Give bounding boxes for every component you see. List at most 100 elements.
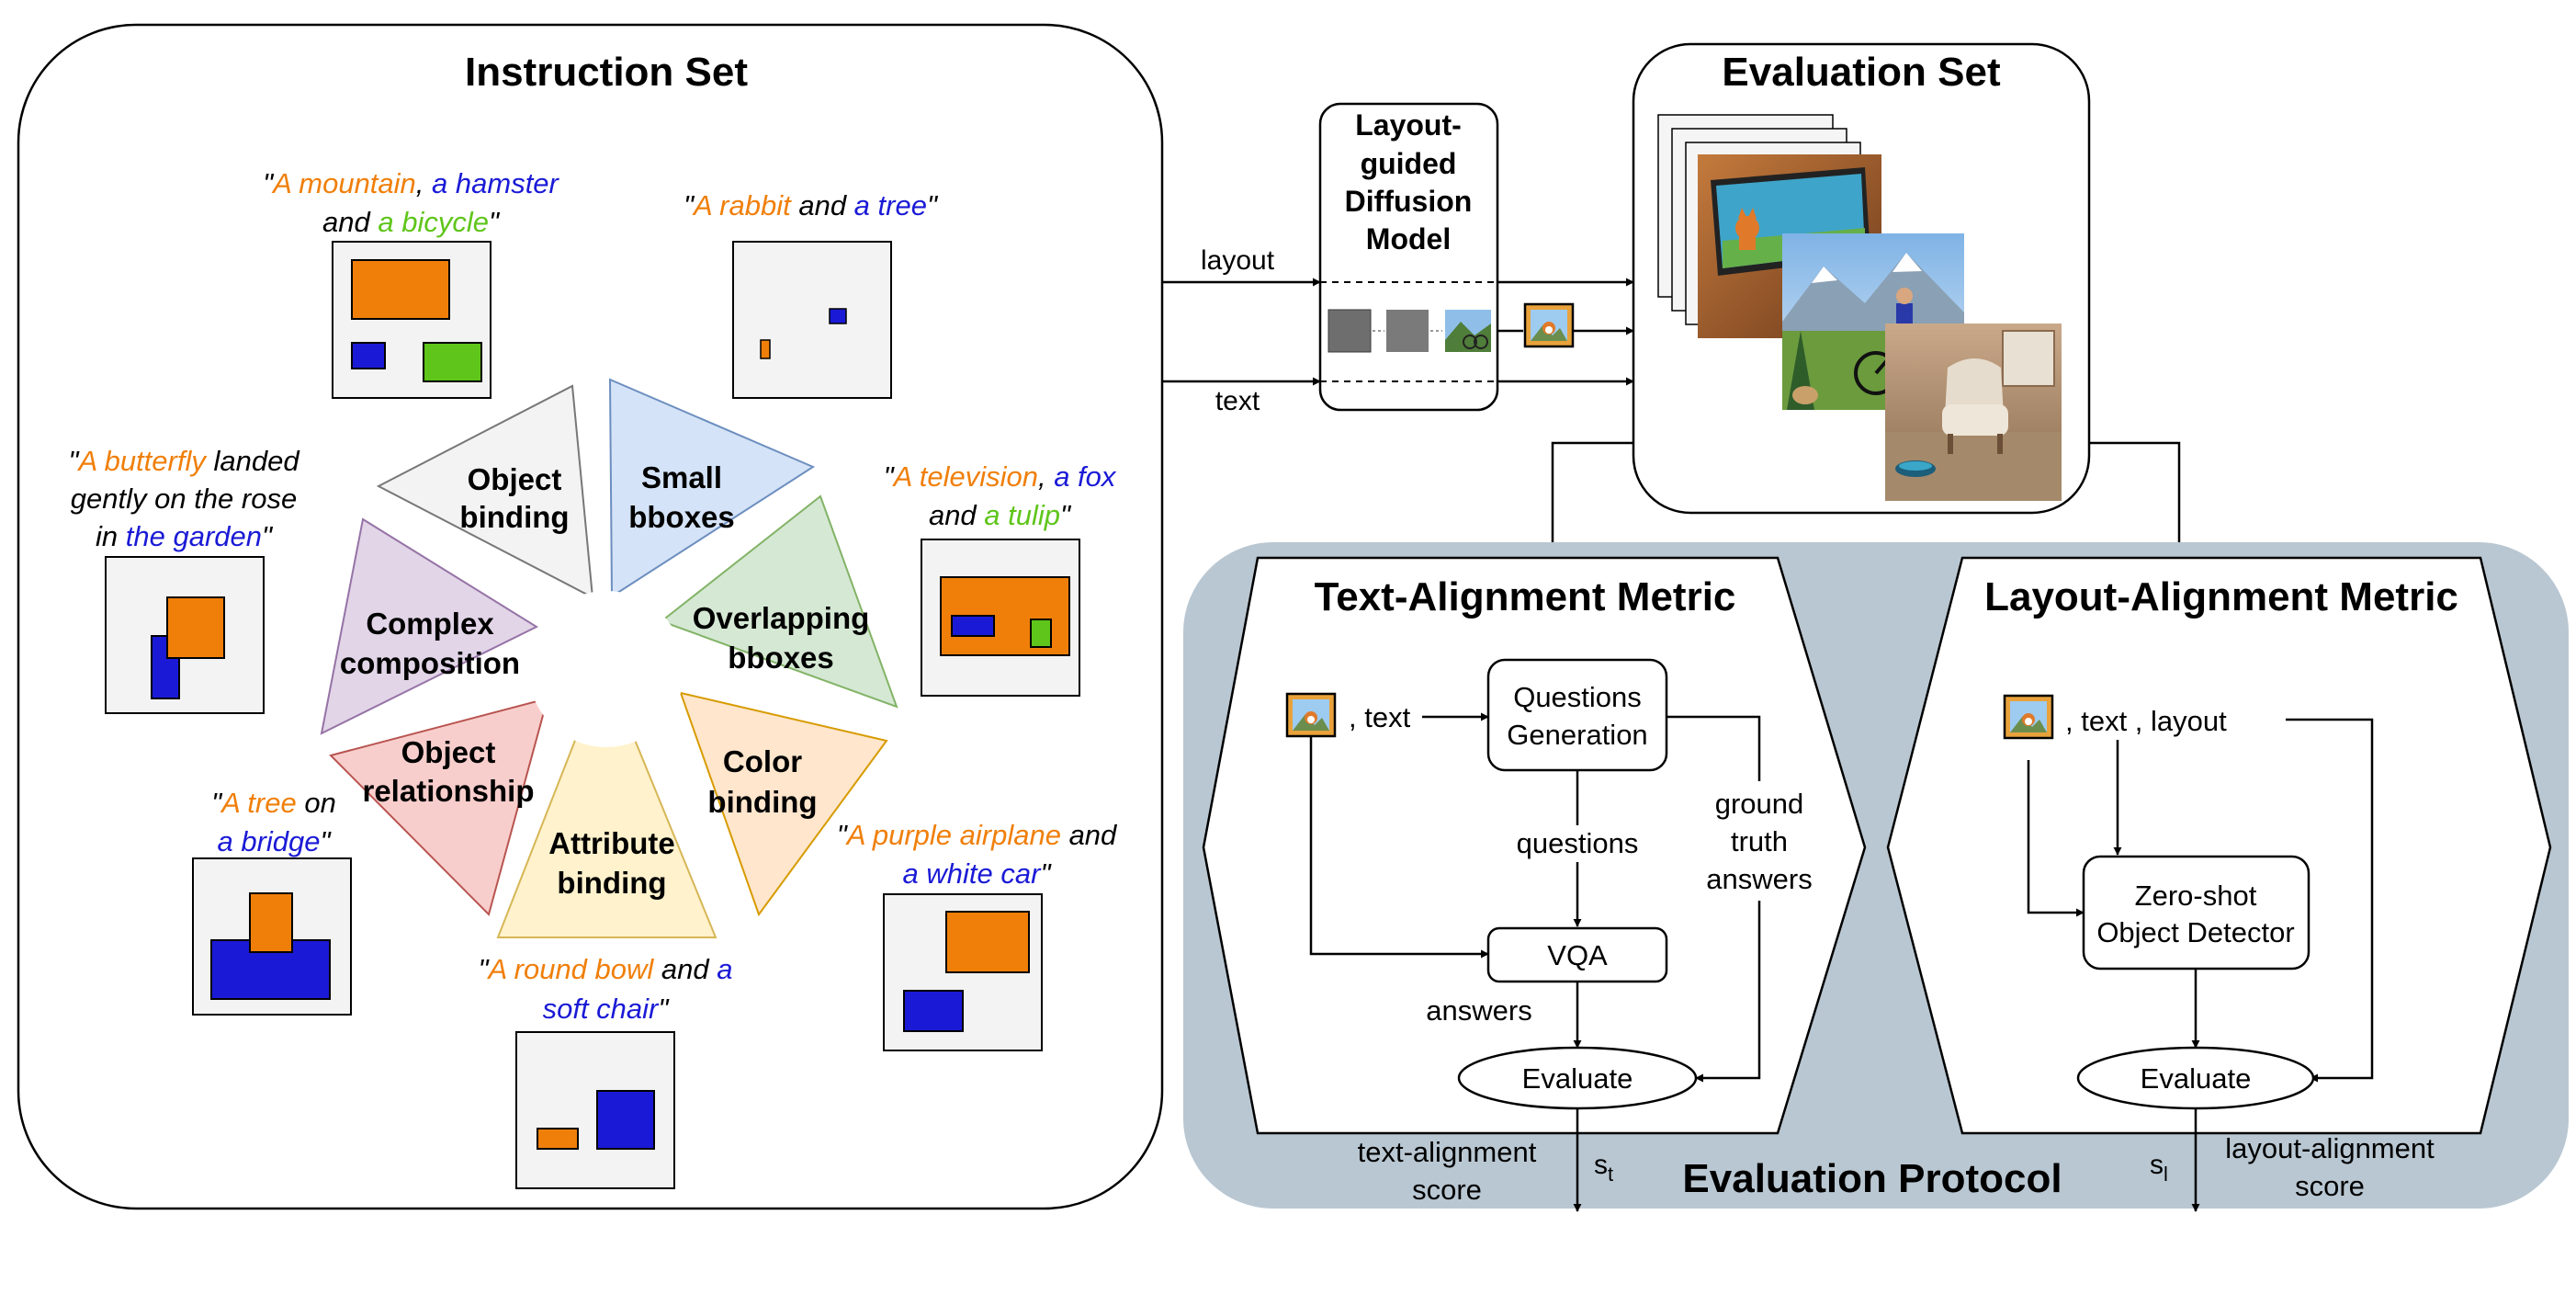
bbox-purple-airplane xyxy=(945,911,1030,973)
layout-metric-title: Layout-Alignment Metric xyxy=(1984,574,2458,619)
model-section: layout text Layout- guided Diffusion Mod… xyxy=(1162,102,1634,416)
bbox-bicycle xyxy=(423,342,482,382)
category-label: Complex xyxy=(366,607,494,641)
sample-caption: a white car" xyxy=(903,857,1053,890)
sample-object-binding: "A mountain, a hamster and a bicycle" xyxy=(263,167,560,399)
sample-caption: "A round bowl and a xyxy=(478,953,732,985)
wheel-center xyxy=(528,591,684,747)
eval-image-bowl-chair xyxy=(1885,324,2062,501)
bbox-soft-chair xyxy=(596,1090,655,1150)
text-metric-input-label: , text xyxy=(1349,701,1411,733)
sample-caption: "A purple airplane and xyxy=(837,819,1118,851)
category-label: binding xyxy=(459,500,569,534)
bbox-white-car xyxy=(903,990,964,1032)
category-label: Attribute xyxy=(548,826,674,860)
category-label: composition xyxy=(340,646,520,680)
category-label: Small xyxy=(641,460,722,494)
ground-truth-label: answers xyxy=(1706,863,1812,895)
evaluate-label: Evaluate xyxy=(2141,1062,2252,1095)
sample-complex-composition: "A butterfly landed gently on the rose i… xyxy=(68,445,300,714)
detector-label: Zero-shot xyxy=(2135,880,2257,912)
ground-truth-label: truth xyxy=(1731,825,1788,857)
bbox-tree xyxy=(249,892,293,953)
noise-step-2 xyxy=(1386,310,1429,352)
sample-small-bboxes: "A rabbit and a tree" xyxy=(684,189,939,399)
bbox-hamster xyxy=(351,342,386,369)
category-label: binding xyxy=(557,866,666,900)
text-arrow-label: text xyxy=(1215,386,1260,416)
sample-caption: in the garden" xyxy=(96,520,274,552)
layout-score-label: layout-alignment xyxy=(2225,1132,2435,1164)
text-metric-title: Text-Alignment Metric xyxy=(1315,574,1736,619)
category-small-bboxes[interactable]: Small bboxes xyxy=(608,378,816,598)
vqa-label: VQA xyxy=(1547,939,1608,971)
category-overlapping-bboxes[interactable]: Overlapping bboxes xyxy=(659,494,898,709)
evaluate-label: Evaluate xyxy=(1522,1062,1633,1095)
sample-caption: a bridge" xyxy=(217,825,332,857)
text-score-symbol: st xyxy=(1594,1150,1613,1186)
instruction-set-title: Instruction Set xyxy=(465,50,748,95)
category-label: bboxes xyxy=(728,641,834,675)
sample-caption: "A butterfly landed xyxy=(68,445,300,477)
sample-caption: "A tree on xyxy=(211,787,336,819)
category-label: Overlapping xyxy=(693,601,870,635)
text-score-label: text-alignment xyxy=(1358,1136,1537,1168)
generated-image-icon xyxy=(1523,302,1575,348)
bbox-rabbit xyxy=(760,339,771,359)
evaluation-protocol-title: Evaluation Protocol xyxy=(1682,1156,2062,1201)
category-label: bboxes xyxy=(628,500,735,534)
category-object-relationship[interactable]: Object relationship xyxy=(329,697,549,916)
bbox-mountain xyxy=(351,259,450,320)
input-image-icon xyxy=(2003,694,2054,740)
object-detector-box xyxy=(2082,855,2310,970)
denoised-image-thumb xyxy=(1445,310,1491,352)
layout-score-symbol: sl xyxy=(2150,1150,2168,1186)
text-alignment-metric: Text-Alignment Metric , text Questions G… xyxy=(1202,556,1867,1212)
evaluation-set-title: Evaluation Set xyxy=(1722,50,2001,95)
layout-canvas xyxy=(732,241,892,399)
category-label: Object xyxy=(468,462,562,496)
bbox-tree xyxy=(829,308,847,324)
questions-generation-box xyxy=(1486,658,1668,772)
model-title: guided xyxy=(1361,147,1457,180)
layout-arrow-label: layout xyxy=(1201,245,1275,276)
category-complex-composition[interactable]: Complex composition xyxy=(320,517,539,735)
text-score-label: score xyxy=(1412,1174,1482,1206)
input-image-icon xyxy=(1285,692,1337,738)
sample-caption: "A television, a fox xyxy=(884,460,1117,493)
evaluation-set-panel: Evaluation Set xyxy=(1632,42,2091,515)
category-label: binding xyxy=(707,785,817,819)
layout-score-label: score xyxy=(2295,1170,2365,1202)
bbox-the-garden xyxy=(151,635,180,699)
category-color-binding[interactable]: Color binding xyxy=(679,691,888,917)
sample-caption: and a tulip" xyxy=(929,499,1072,531)
bbox-butterfly xyxy=(166,596,225,659)
model-title: Diffusion xyxy=(1345,185,1473,218)
qg-label: Questions xyxy=(1513,681,1642,713)
sample-caption: gently on the rose xyxy=(71,482,297,515)
layout-alignment-metric: Layout-Alignment Metric , text , layout … xyxy=(1886,556,2552,1212)
category-label: Object xyxy=(401,735,496,769)
category-label: Color xyxy=(723,744,802,778)
category-attribute-binding[interactable]: Attribute binding xyxy=(496,736,717,938)
bbox-round-bowl xyxy=(537,1128,579,1150)
sample-caption: "A rabbit and a tree" xyxy=(684,189,939,221)
noise-step-1 xyxy=(1328,310,1371,352)
sample-color-binding: "A purple airplane and a white car" xyxy=(837,819,1118,1051)
sample-object-relationship: "A tree on a bridge" xyxy=(192,787,352,1016)
category-object-binding[interactable]: Object binding xyxy=(376,384,594,599)
bbox-tulip xyxy=(1030,619,1052,648)
model-title: Model xyxy=(1366,222,1451,255)
detector-label: Object Detector xyxy=(2096,916,2294,948)
bbox-fox xyxy=(951,615,995,637)
instruction-set-panel: Instruction Set Object binding Small bbo… xyxy=(17,23,1164,1210)
sample-attribute-binding: "A round bowl and a soft chair" xyxy=(478,953,733,1189)
sample-caption: and a bicycle" xyxy=(322,206,501,238)
answers-label: answers xyxy=(1426,994,1531,1027)
layout-metric-input-label: , text , layout xyxy=(2065,705,2227,737)
category-label: relationship xyxy=(362,774,534,808)
questions-label: questions xyxy=(1517,827,1639,859)
sample-caption: soft chair" xyxy=(543,993,671,1025)
evaluation-protocol-panel: Evaluation Protocol Text-Alignment Metri… xyxy=(1183,542,2569,1212)
